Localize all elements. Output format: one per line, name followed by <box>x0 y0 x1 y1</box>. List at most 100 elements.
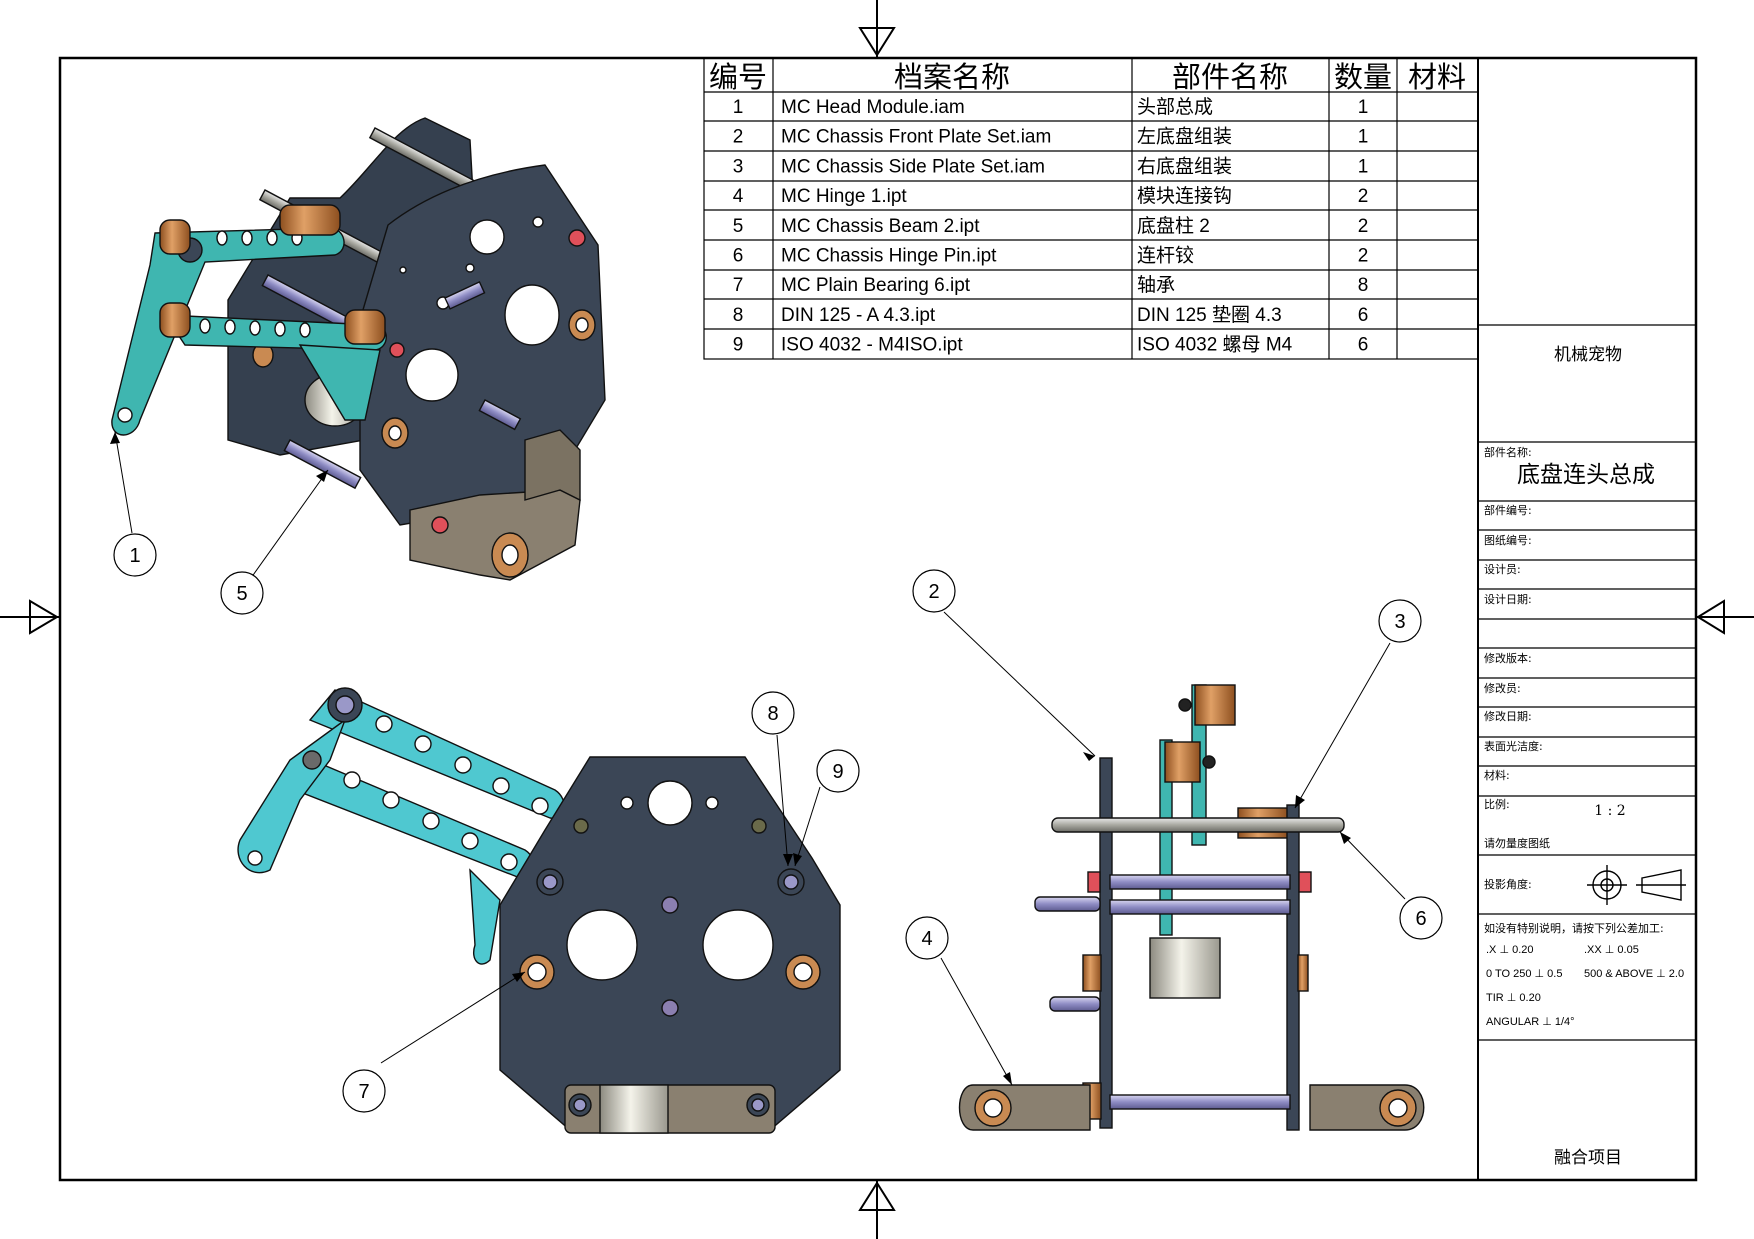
balloon-circle <box>816 749 860 793</box>
reviser-label: 修改员: <box>1484 681 1521 695</box>
revision-label: 修改版本: <box>1484 651 1532 665</box>
bom-cell-item-no: 3 <box>733 156 744 177</box>
balloon-circle <box>905 916 949 960</box>
tolerance-angular: ANGULAR ⊥ 1/4° <box>1486 1016 1575 1028</box>
part-number-label: 部件编号: <box>1484 503 1532 517</box>
material-label: 材料: <box>1484 768 1510 782</box>
balloon-label: 9 <box>832 761 843 783</box>
bom-cell-file-name: MC Head Module.iam <box>781 97 965 118</box>
projection-label: 投影角度: <box>1484 877 1532 891</box>
bom-cell-file-name: MC Chassis Side Plate Set.iam <box>781 156 1045 177</box>
balloon-label: 1 <box>129 545 140 567</box>
balloon-circle <box>751 691 795 735</box>
balloon-label: 4 <box>921 928 932 950</box>
bom-header-item-no: 编号 <box>709 60 767 94</box>
front-view-arms <box>237 687 565 965</box>
balloon-circle <box>220 571 264 615</box>
bom-rows: 1 MC Head Module.iam 头部总成 1 2 MC Chassis Fron… <box>733 96 1369 356</box>
balloon-circle <box>912 569 956 613</box>
front-view-fasteners <box>519 868 821 990</box>
tolerance-range-1: 0 TO 250 ⊥ 0.5 <box>1486 968 1562 980</box>
do-not-scale-note: 请勿量度图纸 <box>1484 836 1550 850</box>
bom-cell-part-name: 轴承 <box>1137 274 1175 296</box>
first-angle-projection-icon <box>1587 865 1686 905</box>
bom-cell-item-no: 4 <box>733 186 744 207</box>
bom-cell-qty: 2 <box>1358 246 1369 267</box>
side-view-left-plate <box>1099 757 1113 1129</box>
bom-cell-file-name: MC Chassis Beam 2.ipt <box>781 216 980 237</box>
side-view-right-plate <box>1286 804 1300 1131</box>
scale-value: 1 : 2 <box>1594 803 1625 819</box>
balloon-label: 5 <box>236 583 247 605</box>
bom-cell-part-name: 左底盘组装 <box>1137 126 1232 148</box>
bom-row: 7 MC Plain Bearing 6.ipt 轴承 8 <box>733 274 1369 296</box>
bom-cell-qty: 2 <box>1358 186 1369 207</box>
bom-cell-qty: 8 <box>1358 275 1369 296</box>
balloon-circle <box>1378 599 1422 643</box>
isometric-view <box>111 117 606 581</box>
hinge-pin <box>1051 817 1345 833</box>
bom-cell-item-no: 2 <box>733 127 744 148</box>
bom-cell-item-no: 5 <box>733 216 744 237</box>
balloon-leaders <box>114 431 1406 1086</box>
bom-row: 4 MC Hinge 1.ipt 模块连接钩 2 <box>733 185 1369 207</box>
part-name-value: 底盘连头总成 <box>1517 462 1655 488</box>
bom-cell-item-no: 7 <box>733 275 744 296</box>
bom-cell-file-name: MC Chassis Hinge Pin.ipt <box>781 246 997 267</box>
balloon-circle <box>113 533 157 577</box>
bom-cell-file-name: ISO 4032 - M4ISO.ipt <box>781 335 963 356</box>
side-view-beams <box>1034 874 1309 1120</box>
part-name-label: 部件名称: <box>1484 445 1532 459</box>
designer-label: 设计员: <box>1484 563 1521 576</box>
balloon-label: 3 <box>1394 611 1405 633</box>
bom-cell-part-name: 底盘柱 2 <box>1137 215 1210 237</box>
bom-row: 1 MC Head Module.iam 头部总成 1 <box>733 96 1369 118</box>
bom-cell-qty: 2 <box>1358 216 1369 237</box>
balloon-label: 8 <box>767 703 778 725</box>
side-view-hinges <box>958 1084 1425 1131</box>
bom-cell-qty: 1 <box>1358 97 1369 118</box>
project-name: 融合项目 <box>1554 1148 1622 1168</box>
design-date-label: 设计日期: <box>1484 593 1532 606</box>
bom-cell-file-name: MC Plain Bearing 6.ipt <box>781 275 971 296</box>
bom-cell-item-no: 8 <box>733 305 744 326</box>
balloon-circle <box>1399 896 1443 940</box>
title-block: 机械宠物 部件名称: 底盘连头总成 部件编号: 图纸编号: 设计员: 设计日期:… <box>1477 58 1696 1180</box>
tolerance-tir: TIR ⊥ 0.20 <box>1486 992 1541 1004</box>
bom-cell-part-name: DIN 125 垫圈 4.3 <box>1137 304 1282 326</box>
side-view-bearing-block <box>1149 937 1221 999</box>
head-linkage-arms <box>111 204 387 436</box>
side-view <box>958 684 1425 1131</box>
bom-cell-file-name: MC Hinge 1.ipt <box>781 186 907 207</box>
bom-cell-part-name: 头部总成 <box>1137 96 1213 118</box>
bom-cell-qty: 6 <box>1358 335 1369 356</box>
bom-row: 5 MC Chassis Beam 2.ipt 底盘柱 2 2 <box>733 215 1369 237</box>
balloon-circle <box>342 1069 386 1113</box>
leader-arrowheads <box>110 432 1351 1085</box>
surface-finish-label: 表面光洁度: <box>1484 739 1543 753</box>
bom-cell-item-no: 1 <box>733 97 744 118</box>
tolerance-range-2: 500 & ABOVE ⊥ 2.0 <box>1584 968 1684 980</box>
bom-cell-part-name: 模块连接钩 <box>1137 185 1232 207</box>
tolerance-x: .X ⊥ 0.20 <box>1486 944 1534 956</box>
bom-header-file-name: 档案名称 <box>894 60 1010 94</box>
tolerance-note: 如没有特别说明，请按下列公差加工: <box>1484 921 1664 935</box>
balloon-label: 2 <box>928 581 939 603</box>
bom-header-material: 材料 <box>1408 60 1466 94</box>
front-view <box>237 687 841 1134</box>
bom-cell-item-no: 6 <box>733 246 744 267</box>
side-view-arms <box>1159 684 1289 936</box>
tolerance-xx: .XX ⊥ 0.05 <box>1584 944 1639 956</box>
bom-cell-item-no: 9 <box>733 335 744 356</box>
bom-cell-qty: 6 <box>1358 305 1369 326</box>
revision-date-label: 修改日期: <box>1484 709 1532 723</box>
bom-cell-part-name: 右底盘组装 <box>1137 155 1232 177</box>
bom-cell-file-name: MC Chassis Front Plate Set.iam <box>781 127 1051 148</box>
